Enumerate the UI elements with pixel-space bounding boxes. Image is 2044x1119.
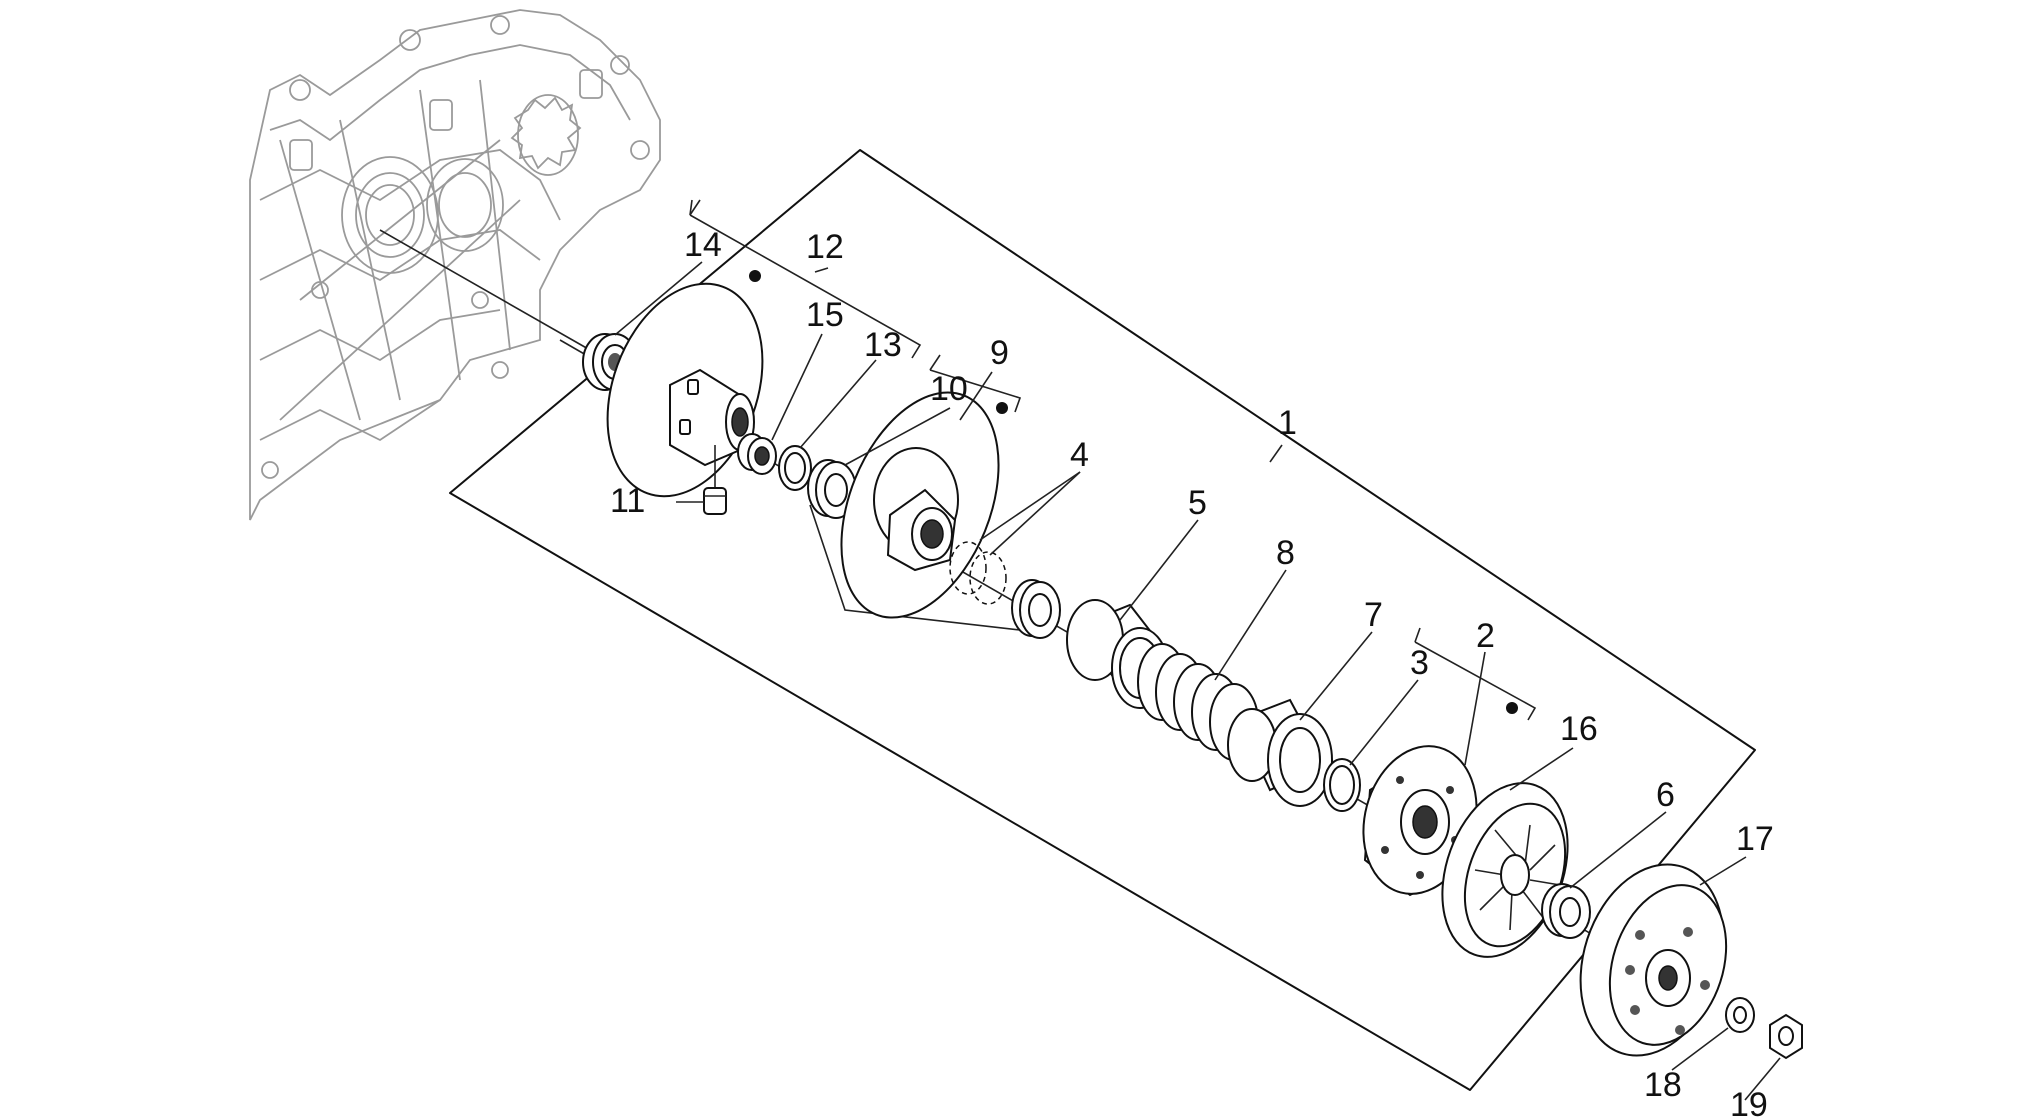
callout-4: 4: [1070, 436, 1089, 474]
leader-wedge: [809, 504, 1021, 631]
part-3-circlip: [1323, 758, 1361, 812]
callout-19: 19: [1730, 1086, 1768, 1119]
bracket-2: [1414, 641, 1537, 721]
part-13-ring: [778, 445, 812, 491]
callout-6: 6: [1656, 776, 1675, 814]
callout-15: 15: [806, 296, 844, 334]
callout-16: 16: [1560, 710, 1598, 748]
callout-13: 13: [864, 326, 902, 364]
assembly-dot-12: [749, 270, 761, 282]
engine-case-outline: [249, 9, 661, 521]
callout-9: 9: [990, 334, 1009, 372]
part-18-washer: [1725, 997, 1755, 1033]
callout-18: 18: [1644, 1066, 1682, 1104]
axis-line: [379, 229, 591, 351]
part-4-bearing: [1011, 579, 1061, 639]
part-19-nut: [1769, 1013, 1803, 1060]
part-6-washer: [1541, 883, 1591, 939]
callout-labels: 1 2 3 4 5 6 7 8 9 10 11 12 13 14 15 16 1…: [610, 226, 1774, 1119]
callout-14: 14: [684, 226, 722, 264]
callout-17: 17: [1736, 820, 1774, 858]
part-15-bushing: [737, 433, 777, 475]
bracket-9: [929, 369, 1022, 413]
assembly-dot-2: [1506, 702, 1518, 714]
callout-7: 7: [1364, 596, 1383, 634]
part-17-clutch-bell: [1579, 863, 1728, 1057]
callout-5: 5: [1188, 484, 1207, 522]
callout-10: 10: [930, 370, 968, 408]
callout-11: 11: [610, 482, 645, 520]
part-11-screw: [703, 487, 727, 515]
callout-8: 8: [1276, 534, 1295, 572]
assembly-frame-1: [449, 149, 1756, 1091]
part-16-fan: [1441, 782, 1569, 958]
part-4-oring: [949, 541, 1007, 605]
part-7-cup: [1227, 698, 1333, 807]
part-2-clutch: [1362, 745, 1478, 897]
callout-12: 12: [806, 228, 844, 266]
callout-1: 1: [1278, 404, 1297, 442]
part-12-fixed-pulley: [606, 282, 764, 498]
callout-2: 2: [1476, 617, 1495, 655]
leader-lines: [614, 261, 1781, 1101]
callout-3: 3: [1410, 644, 1429, 682]
bracket-12: [689, 214, 922, 359]
part-9-movable-pulley: [840, 391, 1000, 619]
assembly-dot-9: [996, 402, 1008, 414]
